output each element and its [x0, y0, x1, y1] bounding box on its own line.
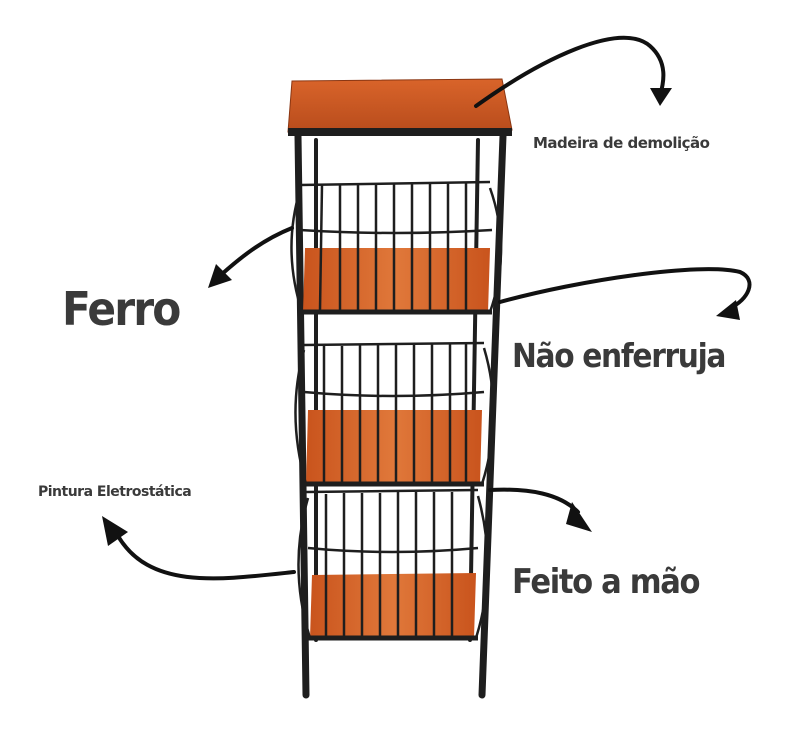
shelf-3 [297, 488, 489, 641]
arrow-pintura [102, 516, 296, 581]
label-ferro: Ferro [62, 282, 181, 336]
shelf-1 [290, 180, 503, 315]
arrow-madeira [474, 35, 672, 108]
label-pintura-eletrostatica: Pintura Eletrostática [38, 484, 192, 500]
arrow-feito-a-mao [488, 487, 592, 532]
arrow-nao-enferruja [498, 267, 752, 320]
wooden-top-board [287, 78, 513, 136]
label-nao-enferruja: Não enferruja [512, 336, 726, 375]
label-feito-a-mao: Feito a mão [512, 562, 701, 602]
label-madeira-de-demolicao: Madeira de demolição [533, 134, 710, 152]
shelf-2 [294, 341, 495, 487]
arrow-ferro [208, 226, 294, 288]
